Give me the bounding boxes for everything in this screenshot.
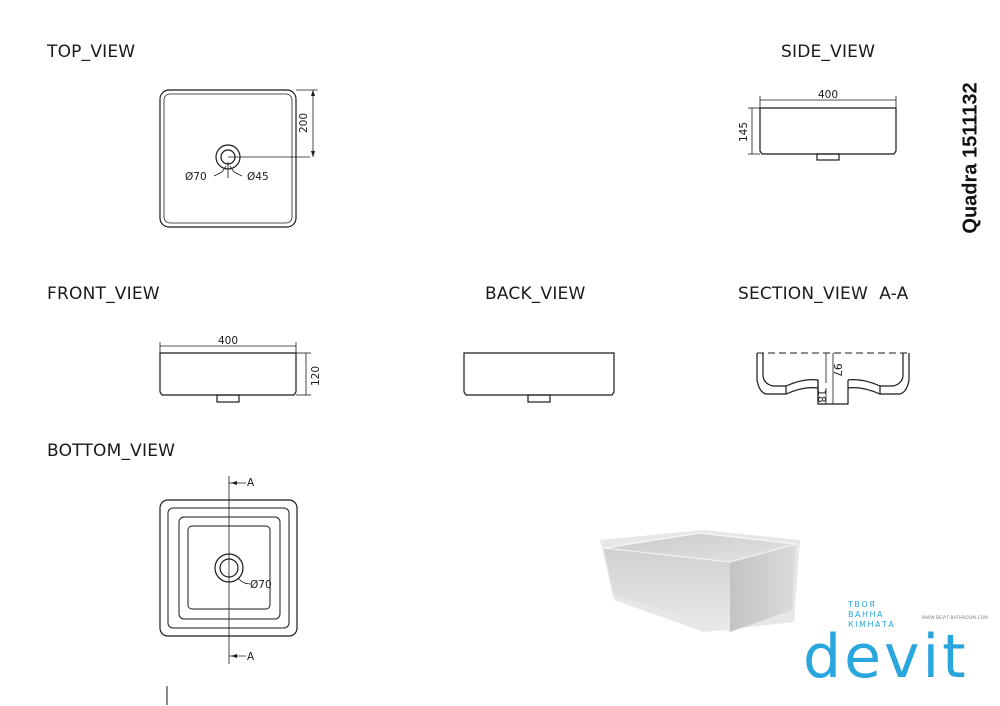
side-height-label: 145	[738, 122, 750, 142]
back-view-body	[463, 352, 615, 396]
top-outer-diameter-label: Ø70	[185, 171, 207, 183]
section-view-title: SECTION_VIEW A-A	[738, 284, 909, 304]
bottom-view-title: BOTTOM_VIEW	[47, 441, 176, 461]
section-bottom-label: 18	[815, 389, 827, 402]
side-view-title: SIDE_VIEW	[781, 42, 876, 62]
front-view-drain	[216, 394, 240, 403]
top-depth-label: 200	[298, 113, 310, 133]
side-view-drain	[816, 153, 840, 161]
section-bottom	[785, 379, 881, 400]
section-view	[756, 352, 910, 405]
top-inner-diameter-label: Ø45	[247, 171, 269, 183]
front-height-label: 120	[310, 366, 322, 386]
back-view-title: BACK_VIEW	[485, 284, 586, 304]
model-number: Quadra 1511132	[959, 82, 982, 234]
side-view	[748, 96, 897, 161]
bottom-view-outline	[159, 499, 298, 637]
front-view	[159, 342, 311, 403]
bottom-diameter-label: Ø70	[250, 579, 272, 591]
section-marker-bottom: A	[247, 651, 255, 663]
front-view-body	[159, 352, 297, 396]
brand-logo: devit	[803, 622, 969, 692]
top-view-rim	[163, 93, 293, 224]
tagline-line-1: ТВОЯ	[848, 600, 877, 609]
section-height-label: 97	[831, 363, 843, 376]
side-width-label: 400	[818, 89, 838, 101]
section-left-wall	[756, 353, 787, 395]
back-view-drain	[527, 394, 551, 403]
bottom-view	[159, 476, 298, 705]
brand-tagline: ТВОЯ ВАННА КІМНАТА	[848, 600, 895, 630]
front-width-label: 400	[218, 335, 238, 347]
tagline-line-3: КІМНАТА	[848, 620, 896, 629]
section-marker-top: A	[247, 477, 255, 489]
top-view-title: TOP_VIEW	[47, 42, 136, 62]
front-view-title: FRONT_VIEW	[47, 284, 160, 304]
side-view-body	[759, 107, 897, 155]
brand-website: WWW.DEVIT-BATHROOM.COM	[922, 615, 988, 620]
top-view	[159, 89, 318, 228]
basin-render	[600, 530, 800, 632]
section-right-wall	[879, 353, 910, 395]
top-view-outline	[159, 89, 297, 228]
back-view	[463, 352, 615, 403]
tagline-line-2: ВАННА	[848, 610, 884, 619]
